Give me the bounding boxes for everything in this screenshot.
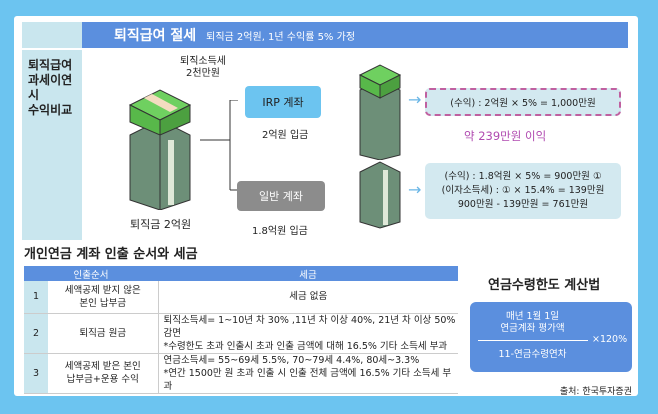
irp-result-box: (수익) : 2억원 × 5% = 1,000만원: [425, 88, 621, 116]
money-stack-irp-icon: [358, 64, 402, 160]
header-title: 퇴직급여 절세: [114, 28, 197, 44]
source-label: 퇴직금 2억원: [130, 218, 192, 231]
formula-denominator: 11-연금수령연차: [498, 349, 567, 360]
row-tax: 연금소득세= 55~69세 5.5%, 70~79세 4.4%, 80세~3.3…: [158, 353, 458, 394]
general-result-box: (수익) : 1.8억원 × 5% = 900만원 ① (이자소득세) : ① …: [425, 163, 621, 219]
row-number: 2: [24, 313, 48, 354]
row-order: 퇴직금 원금: [48, 313, 159, 354]
tax-label: 퇴직소득세 2천만원: [180, 56, 226, 80]
money-stack-general-icon: [359, 161, 401, 229]
branch-connector: [200, 100, 238, 191]
table-header: 인출순서 세금: [24, 266, 458, 281]
arrow-right-icon: →: [408, 90, 422, 109]
order-line: 납부금+운용 수익: [66, 374, 139, 385]
side-label: 퇴직급여 과세이연 시 수익비교: [22, 50, 82, 240]
header-bar: 퇴직급여 절세 퇴직금 2억원, 1년 수익률 5% 가정: [82, 22, 628, 48]
side-label-line: 과세이연 시: [28, 73, 73, 102]
side-label-line: 퇴직급여: [28, 58, 73, 72]
table-row: 2 퇴직금 원금 퇴직소득세= 1~10년 차 30% ,11년 차 이상 40…: [24, 313, 458, 354]
row-tax: 퇴직소득세= 1~10년 차 30% ,11년 차 이상 40%, 21년 차 …: [158, 313, 458, 354]
numerator-line: 매년 1월 1일: [505, 311, 560, 322]
row-tax: 세금 없음: [158, 281, 458, 314]
source-credit: 출처: 한국투자증권: [559, 387, 632, 397]
formula-numerator: 매년 1월 1일 연금계좌 평가액: [480, 311, 585, 335]
row-number: 3: [24, 353, 48, 394]
irp-deposit: 2억원 입금: [262, 130, 309, 141]
fraction-line: [478, 340, 588, 341]
result-line: 900만원 - 139만원 = 761만원: [457, 199, 589, 210]
general-deposit: 1.8억원 입금: [252, 226, 308, 237]
tax-line: 퇴직소득세= 1~10년 차 30% ,11년 차 이상 40%, 21년 차 …: [163, 314, 456, 339]
row-number: 1: [24, 281, 48, 314]
tax-label-amount: 2천만원: [186, 68, 220, 79]
side-label-line: 수익비교: [28, 103, 73, 117]
order-line: 세액공제 받은 본인: [64, 361, 141, 372]
header-subtitle: 퇴직금 2억원, 1년 수익률 5% 가정: [206, 31, 356, 43]
order-line: 퇴직금 원금: [79, 327, 127, 339]
formula-multiplier: ×120%: [592, 334, 628, 345]
table-title: 개인연금 계좌 인출 순서와 세금: [24, 247, 198, 262]
limit-title: 연금수령한도 계산법: [488, 278, 601, 293]
order-line: 세액공제 받지 않은: [64, 284, 141, 296]
irp-account-box: IRP 계좌: [245, 86, 321, 118]
tax-line: 연금소득세= 55~69세 5.5%, 70~79세 4.4%, 80세~3.3…: [163, 354, 420, 366]
general-account-box: 일반 계좌: [237, 181, 325, 211]
header-order: 인출순서: [24, 266, 158, 281]
profit-label: 약 239만원 이익: [464, 129, 547, 143]
header-left-cell: [22, 22, 82, 48]
numerator-line: 연금계좌 평가액: [500, 323, 565, 334]
money-stack-large-icon: [128, 89, 192, 210]
result-line: (수익) : 1.8억원 × 5% = 900만원 ①: [444, 171, 602, 182]
arrow-right-icon: →: [408, 180, 422, 199]
order-line: 본인 납부금: [79, 297, 127, 309]
limit-formula-box: 매년 1월 1일 연금계좌 평가액 11-연금수령연차 ×120%: [470, 302, 632, 372]
tax-line: *수령한도 초과 인출시 초과 인출 금액에 대해 16.5% 기타 소득세 부…: [163, 340, 448, 352]
header-tax: 세금: [158, 266, 458, 281]
tax-label-line: 퇴직소득세: [180, 56, 226, 67]
tax-line: 세금 없음: [289, 291, 328, 303]
result-line: (이자소득세) : ① × 15.4% = 139만원: [441, 185, 605, 196]
tax-line: *연간 1500만 원 초과 인출 시 인출 전체 금액에 16.5% 기타 소…: [163, 367, 452, 392]
